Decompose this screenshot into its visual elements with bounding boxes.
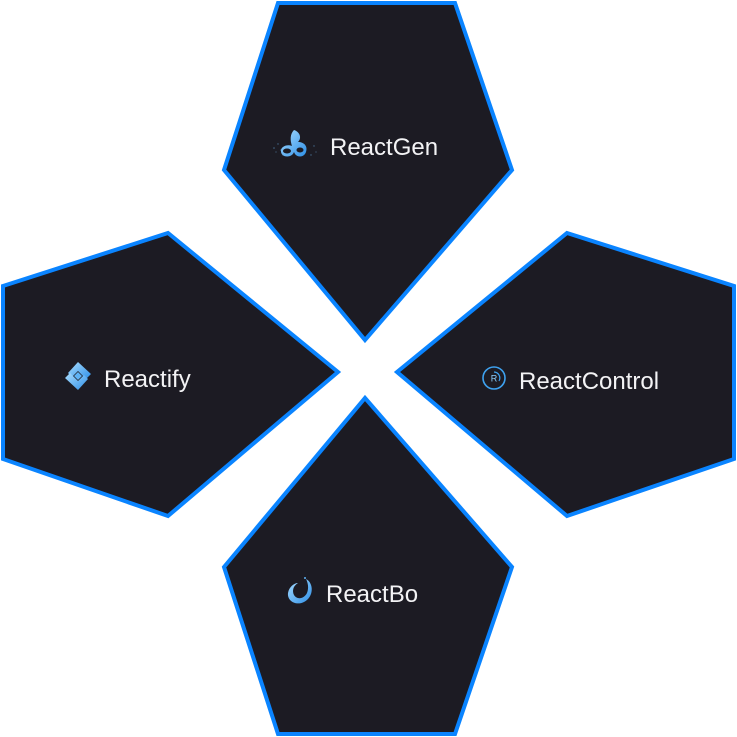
node-label-right: R ReactControl xyxy=(479,363,659,400)
reactcontrol-logo-icon: R xyxy=(479,363,509,400)
node-title-right: ReactControl xyxy=(519,367,660,395)
node-title-bottom: ReactBo xyxy=(326,580,419,608)
reactify-logo-icon xyxy=(62,360,94,399)
pentagon-node-top[interactable] xyxy=(221,0,515,344)
reactgen-logo-icon xyxy=(270,128,320,167)
pentagon-node-left[interactable] xyxy=(1,230,342,519)
reactbo-logo-icon xyxy=(284,575,316,614)
node-label-left: Reactify xyxy=(62,360,191,399)
node-label-bottom: ReactBo xyxy=(284,575,418,614)
pentagon-node-right[interactable] xyxy=(393,230,736,519)
node-title-left: Reactify xyxy=(104,365,191,393)
node-title-top: ReactGen xyxy=(330,133,439,161)
node-label-top: ReactGen xyxy=(270,128,438,167)
pentagon-node-bottom[interactable] xyxy=(221,394,515,736)
svg-text:R: R xyxy=(491,374,498,384)
